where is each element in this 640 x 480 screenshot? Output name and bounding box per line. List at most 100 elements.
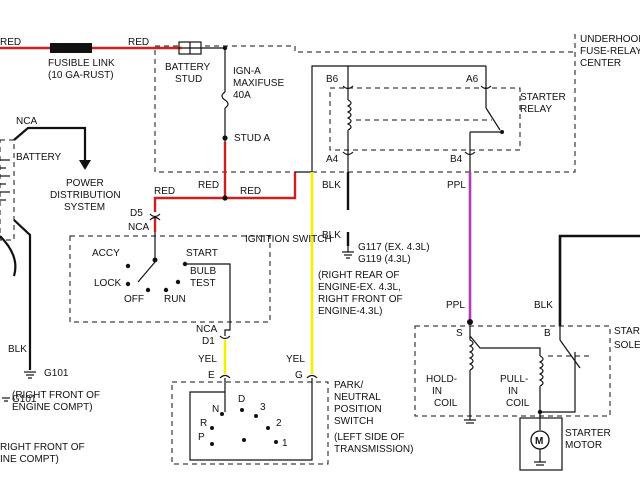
starter-relay-label-1: STARTER [520, 92, 566, 103]
pin-b6: B6 [326, 74, 339, 85]
pnp-internal [189, 382, 313, 461]
pin-d1: D1 [202, 336, 215, 347]
s-terminal-dot [467, 319, 473, 325]
g117-note-2: ENGINE-EX. 4.3L, [318, 282, 401, 293]
fusible-link [50, 43, 92, 53]
battery-label: BATTERY [16, 152, 62, 163]
battery-nca: NCA [16, 116, 37, 127]
fusible-link-spec: (10 GA-RUST) [48, 70, 114, 81]
wire-label-ppl-b4: PPL [447, 180, 466, 191]
starter-edge-label-2: SOLE [614, 340, 640, 351]
starter-motor-label-2: MOTOR [565, 440, 602, 451]
wire-label-ppl-s: PPL [446, 300, 465, 311]
wire-label-blk-a4: BLK [322, 180, 341, 191]
pnp-dot-r [210, 426, 214, 430]
stud-dot [222, 45, 228, 51]
pnp-pos-1: 1 [282, 438, 288, 449]
wire-label-yel-d1: YEL [198, 354, 217, 365]
g101-a-note-1: (RIGHT FRONT OF [12, 390, 100, 401]
pnp-pos-d: D [238, 394, 245, 405]
ign-pivot [152, 257, 158, 263]
pnp-label-3: POSITION [334, 404, 382, 415]
fuse-center-outline-top [205, 45, 575, 53]
g101-b-note-1: RIGHT FRONT OF [0, 442, 85, 453]
relay-coil [346, 99, 352, 131]
pnp-dot-d [240, 408, 244, 412]
power-dist-label-1: POWER [66, 178, 104, 189]
g117-note-4: ENGINE-4.3L) [318, 306, 382, 317]
e-connector [219, 374, 231, 379]
starter-motor-label-1: STARTER [565, 428, 611, 439]
pin-g: G [295, 370, 303, 381]
stud-a-label: STUD A [234, 133, 270, 144]
bus-dot [222, 195, 228, 201]
g101-b-note-2: INE COMPT) [0, 454, 59, 465]
b6-feed [295, 65, 349, 173]
wire-label-red-top: RED [128, 37, 149, 48]
battery-stud-label-2: STUD [175, 74, 202, 85]
solenoid-contact-blade [559, 339, 581, 369]
blk-wire-b [558, 234, 640, 326]
pnp-label-1: PARK/ [334, 380, 363, 391]
ign-off-dot [145, 287, 151, 293]
pin-s: S [456, 328, 463, 339]
pin-d5-nca: NCA [128, 222, 149, 233]
ignition-switch-title: IGNITION SWITCH [245, 234, 332, 245]
maxifuse-label-2: MAXIFUSE [233, 78, 284, 89]
relay-contact [500, 130, 504, 134]
pnp-dot-3 [254, 414, 258, 418]
wire-label-red-d5: RED [154, 186, 175, 197]
pnp-pos-2: 2 [276, 418, 282, 429]
pnp-pos-p: P [198, 432, 205, 443]
wire-label-blk-battery: BLK [8, 344, 27, 355]
g101-a-note-2: ENGINE COMPT) [12, 402, 93, 413]
hold-in-coil [468, 339, 474, 371]
pin-a6: A6 [466, 74, 479, 85]
power-dist-label-2: DISTRIBUTION [50, 190, 121, 201]
pin-e: E [208, 370, 215, 381]
pnp-label-4: SWITCH [334, 416, 373, 427]
pin-a4: A4 [326, 154, 339, 165]
pull-in-label-1: PULL- [500, 374, 528, 385]
g101-a-label: G101 [44, 368, 69, 379]
pnp-dot-n [220, 412, 224, 416]
solenoid-motor-feed [540, 386, 576, 413]
motor-box [519, 417, 563, 471]
g119-label: G119 (4.3L) [358, 254, 411, 265]
battery-cable-arc [0, 235, 17, 277]
pull-in-coil [538, 355, 544, 387]
motor-symbol-label: M [535, 436, 543, 447]
fusible-link-label: FUSIBLE LINK [48, 58, 115, 69]
s-bus [469, 335, 541, 356]
pnp-pos-n: N [212, 404, 219, 415]
fuse-center-label-2: FUSE-RELAY [580, 46, 640, 57]
pin-d1-nca: NCA [196, 324, 217, 335]
ign-blade [137, 261, 156, 283]
power-dist-label-3: SYSTEM [64, 202, 105, 213]
pnp-pos-r: R [200, 418, 207, 429]
d5-connector-b [149, 216, 161, 221]
maxifuse-label-1: IGN-A [233, 66, 261, 77]
power-dist-arrow [79, 160, 91, 170]
hold-in-label-1: HOLD- [426, 374, 457, 385]
maxifuse-symbol [221, 91, 229, 109]
d5-connector [149, 213, 161, 218]
stud-a-dot [222, 135, 228, 141]
red-wire-maxifuse-bus [225, 172, 297, 200]
starter-edge-label-1: STAR [614, 326, 640, 337]
hold-in-label-2: IN [432, 386, 442, 397]
ign-start: START [186, 248, 218, 259]
hold-in-label-3: COIL [434, 398, 458, 409]
wire-label-red-left: RED [0, 37, 21, 48]
ign-off: OFF [124, 294, 144, 305]
starter-relay-label-2: RELAY [520, 104, 552, 115]
relay-switch-blade [485, 107, 501, 131]
g117-note-3: RIGHT FRONT OF [318, 294, 403, 305]
pnp-dot-1 [274, 440, 278, 444]
fuse-center-outline [154, 34, 576, 173]
solenoid-outline [414, 325, 611, 417]
ign-bulb-dot [175, 279, 181, 285]
pull-in-label-2: IN [508, 386, 518, 397]
battery-positive-cable [13, 126, 87, 162]
